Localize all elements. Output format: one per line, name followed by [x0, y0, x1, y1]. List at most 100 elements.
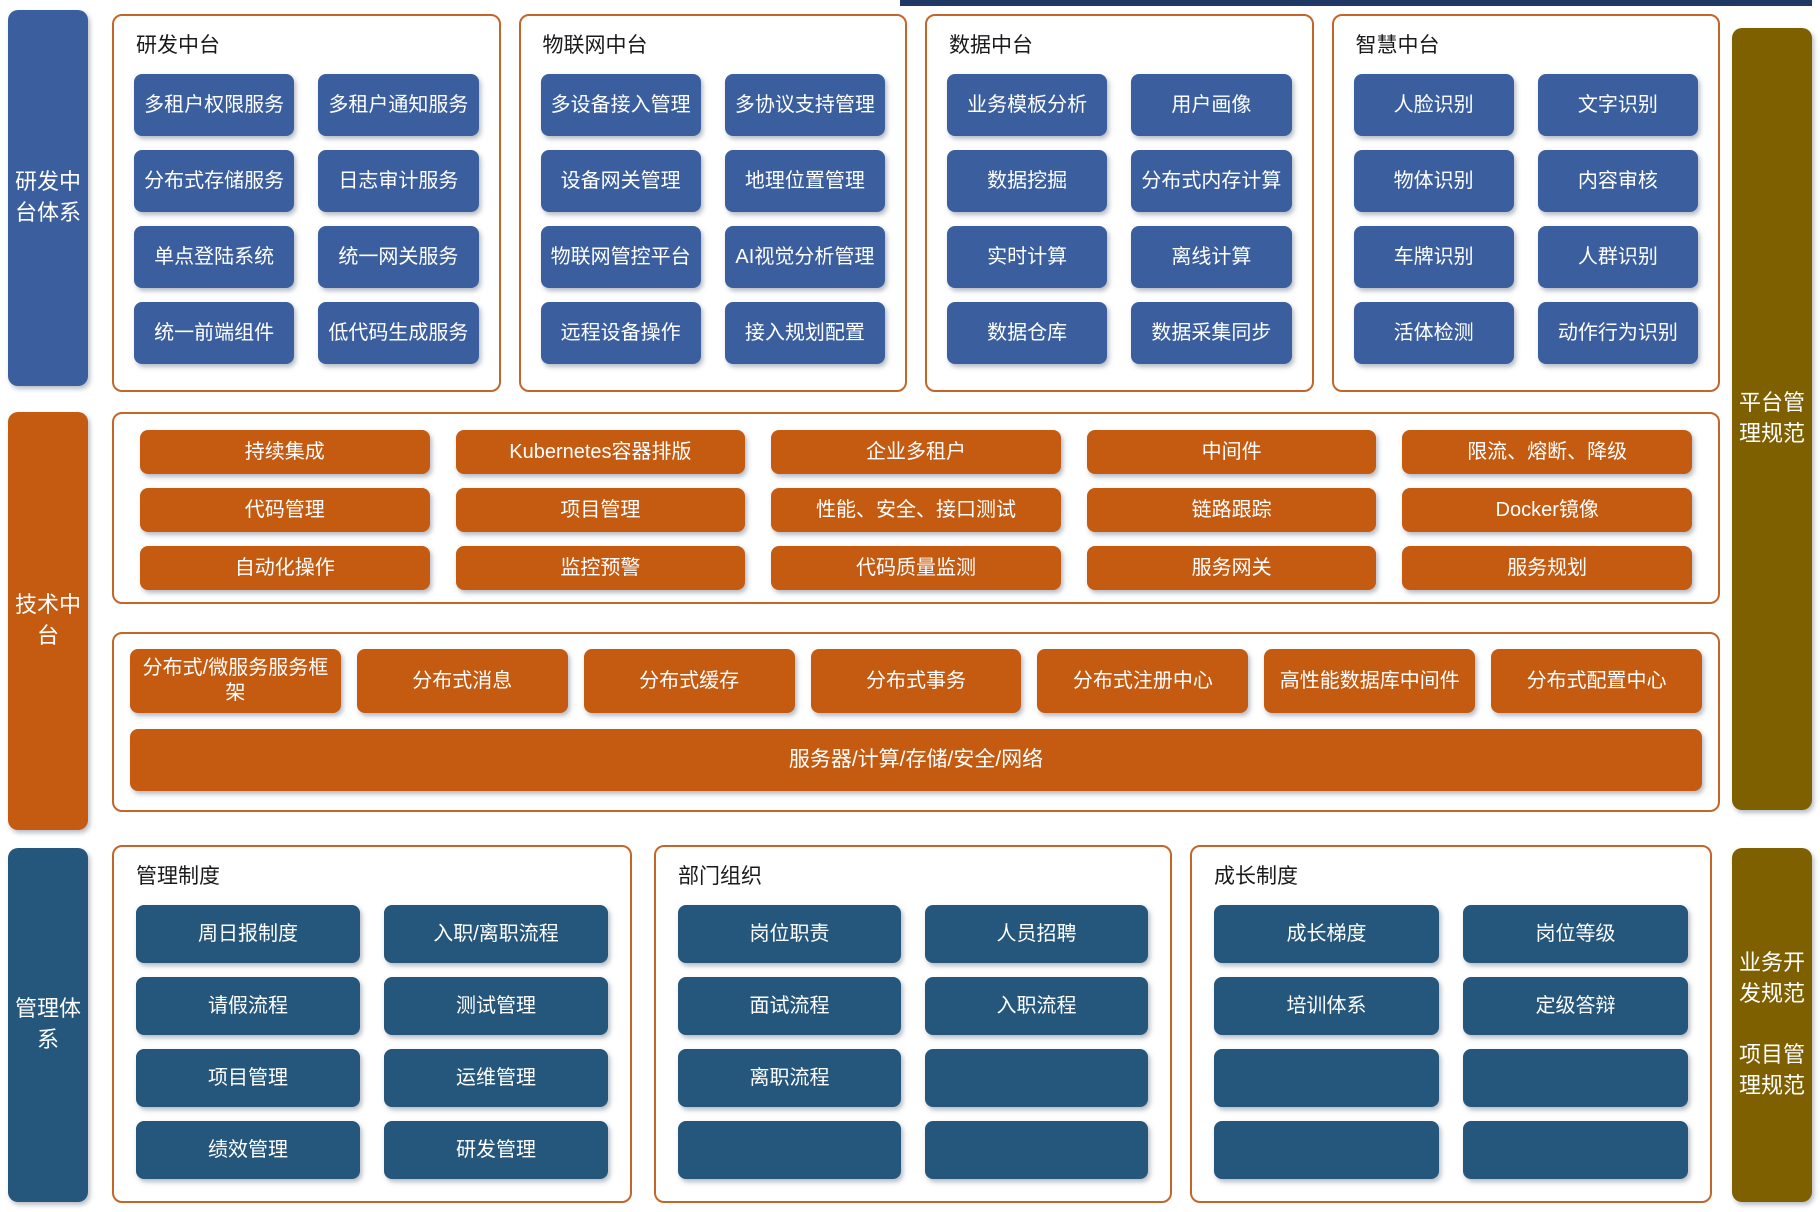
module-button: 监控预警: [455, 546, 746, 590]
module-button: 数据仓库: [947, 302, 1108, 364]
module-button: 内容审核: [1537, 150, 1698, 212]
module-button: [678, 1121, 901, 1179]
module-button: 入职流程: [925, 977, 1148, 1035]
module-button: 研发管理: [384, 1121, 608, 1179]
group-grid: 周日报制度 入职/离职流程 请假流程 测试管理 项目管理 运维管理 绩效管理 研…: [114, 890, 630, 1179]
module-button: 持续集成: [140, 430, 430, 474]
group-title: 数据中台: [949, 34, 1033, 57]
group-grid: 多租户权限服务 多租户通知服务 分布式存储服务 日志审计服务 单点登陆系统 统一…: [114, 59, 499, 364]
module-button: 人脸识别: [1353, 74, 1514, 136]
module-button: 离职流程: [678, 1049, 901, 1107]
module-button: [1214, 1121, 1439, 1179]
group-data-platform: 数据中台 业务模板分析 用户画像 数据挖掘 分布式内存计算 实时计算 离线计算 …: [925, 14, 1314, 392]
module-button: 服务网关: [1086, 546, 1377, 590]
module-button: 分布式注册中心: [1037, 649, 1249, 713]
module-button: 物联网管控平台: [540, 226, 701, 288]
tech-distributed-panel: 分布式/微服务服务框架 分布式消息 分布式缓存 分布式事务 分布式注册中心 高性…: [112, 632, 1720, 812]
rail-label: 平台管理规范: [1739, 390, 1806, 446]
group-title: 管理制度: [136, 865, 220, 888]
rail-dev-project-standards: 业务开发规范 项目管理规范: [1732, 848, 1812, 1202]
module-button: 自动化操作: [140, 546, 430, 590]
module-button: [1214, 1049, 1439, 1107]
module-button: Kubernetes容器排版: [455, 430, 746, 474]
module-button: 岗位职责: [678, 905, 901, 963]
group-grid: 岗位职责 人员招聘 面试流程 入职流程 离职流程: [656, 890, 1170, 1179]
group-iot-platform: 物联网中台 多设备接入管理 多协议支持管理 设备网关管理 地理位置管理 物联网管…: [518, 14, 907, 392]
module-button: 分布式配置中心: [1491, 649, 1702, 713]
module-button: 中间件: [1086, 430, 1377, 474]
module-button: [925, 1121, 1148, 1179]
module-button: 数据采集同步: [1131, 302, 1292, 364]
module-button: 用户画像: [1131, 74, 1292, 136]
module-button: 请假流程: [136, 977, 360, 1035]
tech-platform-tools-panel: 持续集成 Kubernetes容器排版 企业多租户 中间件 限流、熔断、降级 代…: [112, 412, 1720, 604]
module-button: 代码质量监测: [771, 546, 1061, 590]
group-grid: 成长梯度 岗位等级 培训体系 定级答辩: [1192, 890, 1710, 1179]
module-button: 多设备接入管理: [540, 74, 701, 136]
module-button: 分布式事务: [810, 649, 1022, 713]
module-button: 单点登陆系统: [134, 226, 295, 288]
module-button: 分布式/微服务服务框架: [130, 649, 341, 713]
module-button: 统一网关服务: [318, 226, 479, 288]
module-button: 分布式消息: [356, 649, 568, 713]
module-button: 人员招聘: [925, 905, 1148, 963]
module-button: 多租户权限服务: [134, 74, 295, 136]
module-button: 分布式缓存: [583, 649, 795, 713]
group-title: 物联网中台: [542, 34, 648, 57]
rail-label: 技术中台: [15, 592, 82, 648]
module-button: 链路跟踪: [1086, 488, 1377, 532]
module-button: 统一前端组件: [134, 302, 295, 364]
module-button: 项目管理: [455, 488, 746, 532]
module-button: 成长梯度: [1214, 905, 1439, 963]
module-button: 车牌识别: [1353, 226, 1514, 288]
module-button: 远程设备操作: [540, 302, 701, 364]
module-button: 服务规划: [1402, 546, 1692, 590]
group-title: 部门组织: [678, 865, 762, 888]
module-button: 项目管理: [136, 1049, 360, 1107]
module-button: 测试管理: [384, 977, 608, 1035]
module-button: 性能、安全、接口测试: [771, 488, 1061, 532]
module-button: 绩效管理: [136, 1121, 360, 1179]
top-platform-groups: 研发中台 多租户权限服务 多租户通知服务 分布式存储服务 日志审计服务 单点登陆…: [112, 14, 1720, 392]
module-button: AI视觉分析管理: [724, 226, 885, 288]
module-button: 动作行为识别: [1537, 302, 1698, 364]
group-grid: 业务模板分析 用户画像 数据挖掘 分布式内存计算 实时计算 离线计算 数据仓库 …: [927, 59, 1312, 364]
infra-bar: 服务器/计算/存储/安全/网络: [130, 729, 1702, 791]
module-button: 岗位等级: [1463, 905, 1688, 963]
rail-mgmt-system: 管理体系: [8, 848, 88, 1202]
rail-label: 管理体系: [15, 996, 82, 1052]
module-button: 多协议支持管理: [724, 74, 885, 136]
module-button: [1463, 1121, 1688, 1179]
module-button: 实时计算: [947, 226, 1108, 288]
module-button: 人群识别: [1537, 226, 1698, 288]
module-button: 低代码生成服务: [318, 302, 479, 364]
group-dept-org: 部门组织 岗位职责 人员招聘 面试流程 入职流程 离职流程: [654, 845, 1172, 1203]
module-button: 企业多租户: [771, 430, 1061, 474]
group-rd-platform: 研发中台 多租户权限服务 多租户通知服务 分布式存储服务 日志审计服务 单点登陆…: [112, 14, 501, 392]
rail-label: 项目管理规范: [1739, 1042, 1806, 1098]
module-button: 入职/离职流程: [384, 905, 608, 963]
module-button: 接入规划配置: [724, 302, 885, 364]
module-button: [925, 1049, 1148, 1107]
rail-label: 研发中台体系: [15, 169, 82, 225]
module-button: 分布式内存计算: [1131, 150, 1292, 212]
module-button: 培训体系: [1214, 977, 1439, 1035]
module-button: 限流、熔断、降级: [1402, 430, 1692, 474]
module-button: 高性能数据库中间件: [1264, 649, 1476, 713]
spacer: [1739, 1010, 1805, 1040]
rail-platform-standards: 平台管理规范: [1732, 28, 1812, 810]
module-button: 离线计算: [1131, 226, 1292, 288]
module-button: 地理位置管理: [724, 150, 885, 212]
module-button: 周日报制度: [136, 905, 360, 963]
rail-tech-platform: 技术中台: [8, 412, 88, 830]
module-button: 活体检测: [1353, 302, 1514, 364]
top-edge-line: [900, 0, 1812, 6]
module-button: 物体识别: [1353, 150, 1514, 212]
module-button: 运维管理: [384, 1049, 608, 1107]
module-button: [1463, 1049, 1688, 1107]
group-grid: 多设备接入管理 多协议支持管理 设备网关管理 地理位置管理 物联网管控平台 AI…: [521, 59, 906, 364]
module-button: 数据挖掘: [947, 150, 1108, 212]
group-mgmt-rules: 管理制度 周日报制度 入职/离职流程 请假流程 测试管理 项目管理 运维管理 绩…: [112, 845, 632, 1203]
module-button: 面试流程: [678, 977, 901, 1035]
